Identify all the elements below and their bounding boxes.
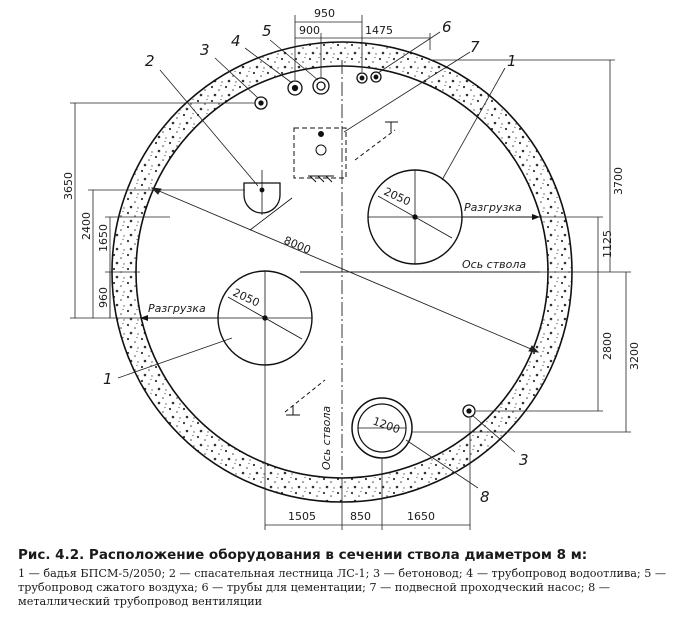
label-1-left: 1: [103, 370, 113, 388]
label-1-right: 1: [507, 52, 517, 70]
dim-3650: 3650: [62, 172, 75, 200]
dim-1475: 1475: [365, 24, 393, 37]
label-2: 2: [145, 52, 155, 70]
caption-title: Рис. 4.2. Расположение оборудования в се…: [18, 547, 588, 563]
rescue-ladder: [243, 170, 293, 231]
dim-1125: 1125: [601, 230, 614, 258]
marker-symbols: [284, 121, 398, 416]
label-7: 7: [470, 38, 480, 56]
bucket-right: [367, 169, 540, 265]
dim-1505: 1505: [288, 510, 316, 523]
left-dimensions: [70, 102, 255, 319]
right-dimensions: [412, 59, 631, 433]
dim-2800: 2800: [601, 332, 614, 360]
suspended-pump: [293, 127, 347, 183]
dim-1650: 1650: [407, 510, 435, 523]
unload-label-right: Разгрузка: [464, 201, 522, 214]
dim-3700: 3700: [612, 167, 625, 195]
label-8: 8: [480, 488, 490, 506]
dim-3200: 3200: [628, 342, 641, 370]
shaft-axis-vertical-label: Ось ствола: [320, 406, 333, 470]
dim-900: 900: [299, 24, 320, 37]
dim-850: 850: [350, 510, 371, 523]
pipes-top: [254, 71, 476, 418]
label-5: 5: [262, 22, 272, 40]
shaft-axis-horizontal-label: Ось ствола: [462, 258, 526, 271]
figure-caption: Рис. 4.2. Расположение оборудования в се…: [18, 547, 668, 609]
diameter-dimension: [150, 187, 540, 353]
top-dimensions: [294, 15, 431, 80]
label-3-top: 3: [200, 41, 210, 59]
label-3-bottom: 3: [519, 451, 529, 469]
dim-950: 950: [314, 7, 335, 20]
dim-2400: 2400: [80, 212, 93, 240]
label-4: 4: [231, 32, 241, 50]
unload-label-left: Разгрузка: [148, 302, 206, 315]
shaft-cross-section-drawing: Ось ствола Ось ствола 8000 2050 Разгрузк…: [62, 7, 641, 530]
caption-legend: 1 — бадья БПСМ-5/2050; 2 — спасательная …: [18, 567, 667, 608]
dim-960: 960: [97, 287, 110, 308]
label-6: 6: [442, 18, 452, 36]
shaft-axes: [300, 60, 540, 480]
bottom-dimensions: [264, 365, 471, 530]
dim-1650: 1650: [97, 224, 110, 252]
leader-lines: [117, 31, 516, 489]
